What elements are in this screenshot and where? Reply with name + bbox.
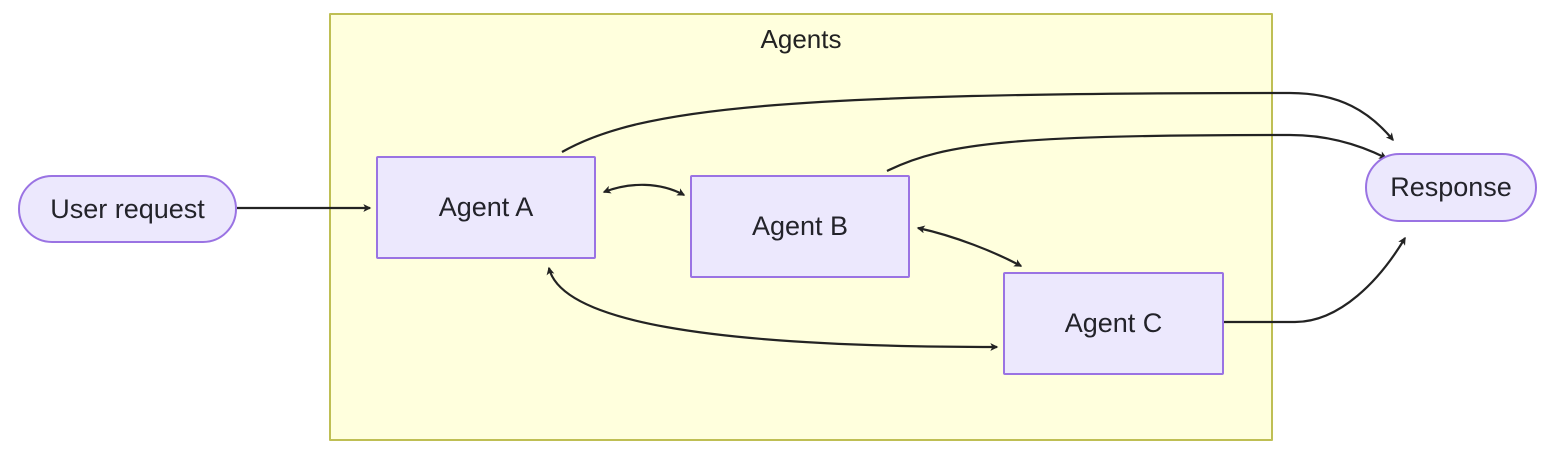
edge-c-response [1224, 236, 1406, 324]
node-agent-b[interactable]: Agent B [690, 175, 910, 278]
node-agent-b-label: Agent B [751, 211, 849, 241]
edge-a-response [561, 91, 1394, 153]
subgraph-agents-label: Agents [760, 24, 842, 54]
node-agent-c[interactable]: Agent C [1003, 272, 1224, 375]
node-agent-a[interactable]: Agent A [376, 156, 596, 259]
edge-b-c [916, 225, 1023, 267]
node-user-request-label: User request [50, 193, 205, 224]
edge-c-a [546, 266, 999, 351]
node-agent-a-label: Agent A [438, 192, 534, 222]
edge-b-response [886, 133, 1388, 172]
node-response-label: Response [1390, 172, 1512, 202]
edge-a-b [602, 183, 686, 196]
node-agent-c-label: Agent C [1064, 308, 1163, 338]
node-response[interactable]: Response [1365, 153, 1537, 222]
node-user-request[interactable]: User request [18, 175, 237, 243]
